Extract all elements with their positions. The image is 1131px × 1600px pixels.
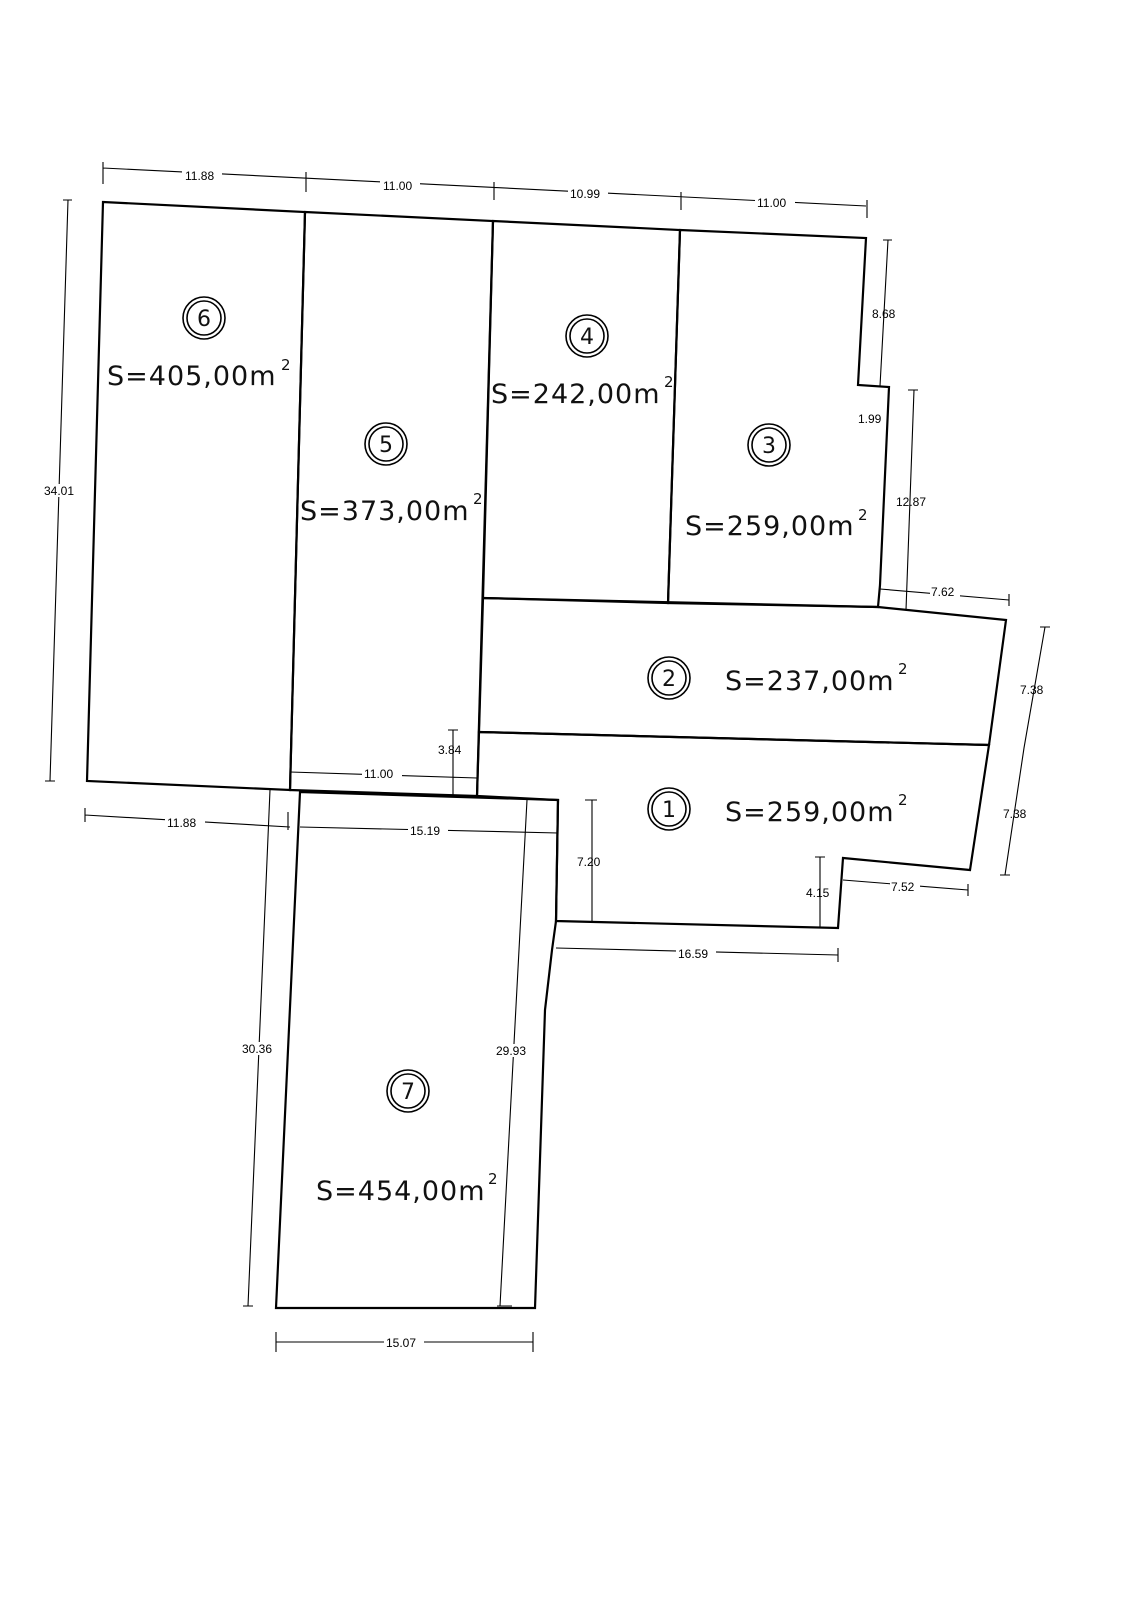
parcel-number: 3 (762, 434, 776, 459)
dim-top-4: 10.99 (570, 187, 600, 201)
parcel-2-label: 2 S=237,00m 2 (647, 656, 908, 700)
parcel-3-label: 3 S=259,00m 2 (685, 423, 868, 542)
area-unit-superscript: 2 (898, 660, 908, 678)
parcel-area: S=242,00m (491, 379, 661, 410)
dimension-lines (45, 162, 1050, 1352)
parcel-number: 5 (379, 433, 393, 458)
dim-bottom-7: 15.07 (386, 1336, 416, 1350)
dim-left-total: 34.01 (44, 484, 74, 498)
parcel-area: S=373,00m (300, 496, 470, 527)
dim-top-7: 15.19 (410, 824, 440, 838)
dim-step-5: 3.84 (438, 743, 462, 757)
dim-notch-width: 7.52 (891, 880, 915, 894)
parcel-number: 1 (662, 798, 676, 823)
parcel-area: S=259,00m (725, 797, 895, 828)
area-unit-superscript: 2 (898, 791, 908, 809)
dim-bottom-1: 16.59 (678, 947, 708, 961)
dim-notch-depth: 4.15 (806, 886, 830, 900)
dim-left-7: 30.36 (242, 1042, 272, 1056)
parcel-4-boundary (481, 219, 682, 605)
dimension-labels: 11.88 11.00 10.99 11.00 34.01 8.68 1.99 … (42, 169, 1044, 1350)
dim-left-1: 7.20 (577, 855, 601, 869)
parcel-6-boundary (85, 200, 307, 792)
parcel-number: 7 (401, 1080, 415, 1105)
parcel-area: S=237,00m (725, 666, 895, 697)
dim-right-1: 7.38 (1003, 807, 1027, 821)
dim-bottom-5: 11.00 (364, 767, 393, 781)
parcel-7-boundary (274, 790, 560, 1310)
area-unit-superscript: 2 (488, 1170, 498, 1188)
parcel-area: S=405,00m (107, 361, 277, 392)
parcel-2-boundary (477, 596, 1008, 747)
area-unit-superscript: 2 (858, 506, 868, 524)
parcel-3-boundary (666, 228, 891, 609)
dim-step-small: 1.99 (858, 412, 882, 426)
parcel-4-label: 4 S=242,00m 2 (491, 314, 674, 410)
parcel-number: 4 (580, 325, 594, 350)
parcel-area: S=259,00m (685, 511, 855, 542)
dim-top-5: 11.00 (383, 179, 412, 193)
area-unit-superscript: 2 (281, 356, 291, 374)
parcel-number: 2 (662, 667, 676, 692)
parcel-1-boundary (475, 730, 991, 930)
area-unit-superscript: 2 (664, 373, 674, 391)
dim-right-upper: 8.68 (872, 307, 896, 321)
dim-right-2: 7.38 (1020, 683, 1044, 697)
parcel-6-label: 6 S=405,00m 2 (107, 296, 291, 392)
dim-top-3: 11.00 (757, 196, 786, 210)
dim-right-lower: 12.87 (896, 495, 926, 509)
parcel-area: S=454,00m (316, 1176, 486, 1207)
parcel-number: 6 (197, 307, 211, 332)
dim-step-right: 7.62 (931, 585, 955, 599)
parcel-1-label: 1 S=259,00m 2 (647, 787, 908, 831)
dim-bottom-6: 11.88 (167, 816, 196, 830)
parcel-7-label: 7 S=454,00m 2 (316, 1069, 498, 1207)
dim-right-7: 29.93 (496, 1044, 526, 1058)
area-unit-superscript: 2 (473, 490, 483, 508)
dim-top-6: 11.88 (185, 169, 214, 183)
parcel-5-label: 5 S=373,00m 2 (300, 422, 483, 527)
